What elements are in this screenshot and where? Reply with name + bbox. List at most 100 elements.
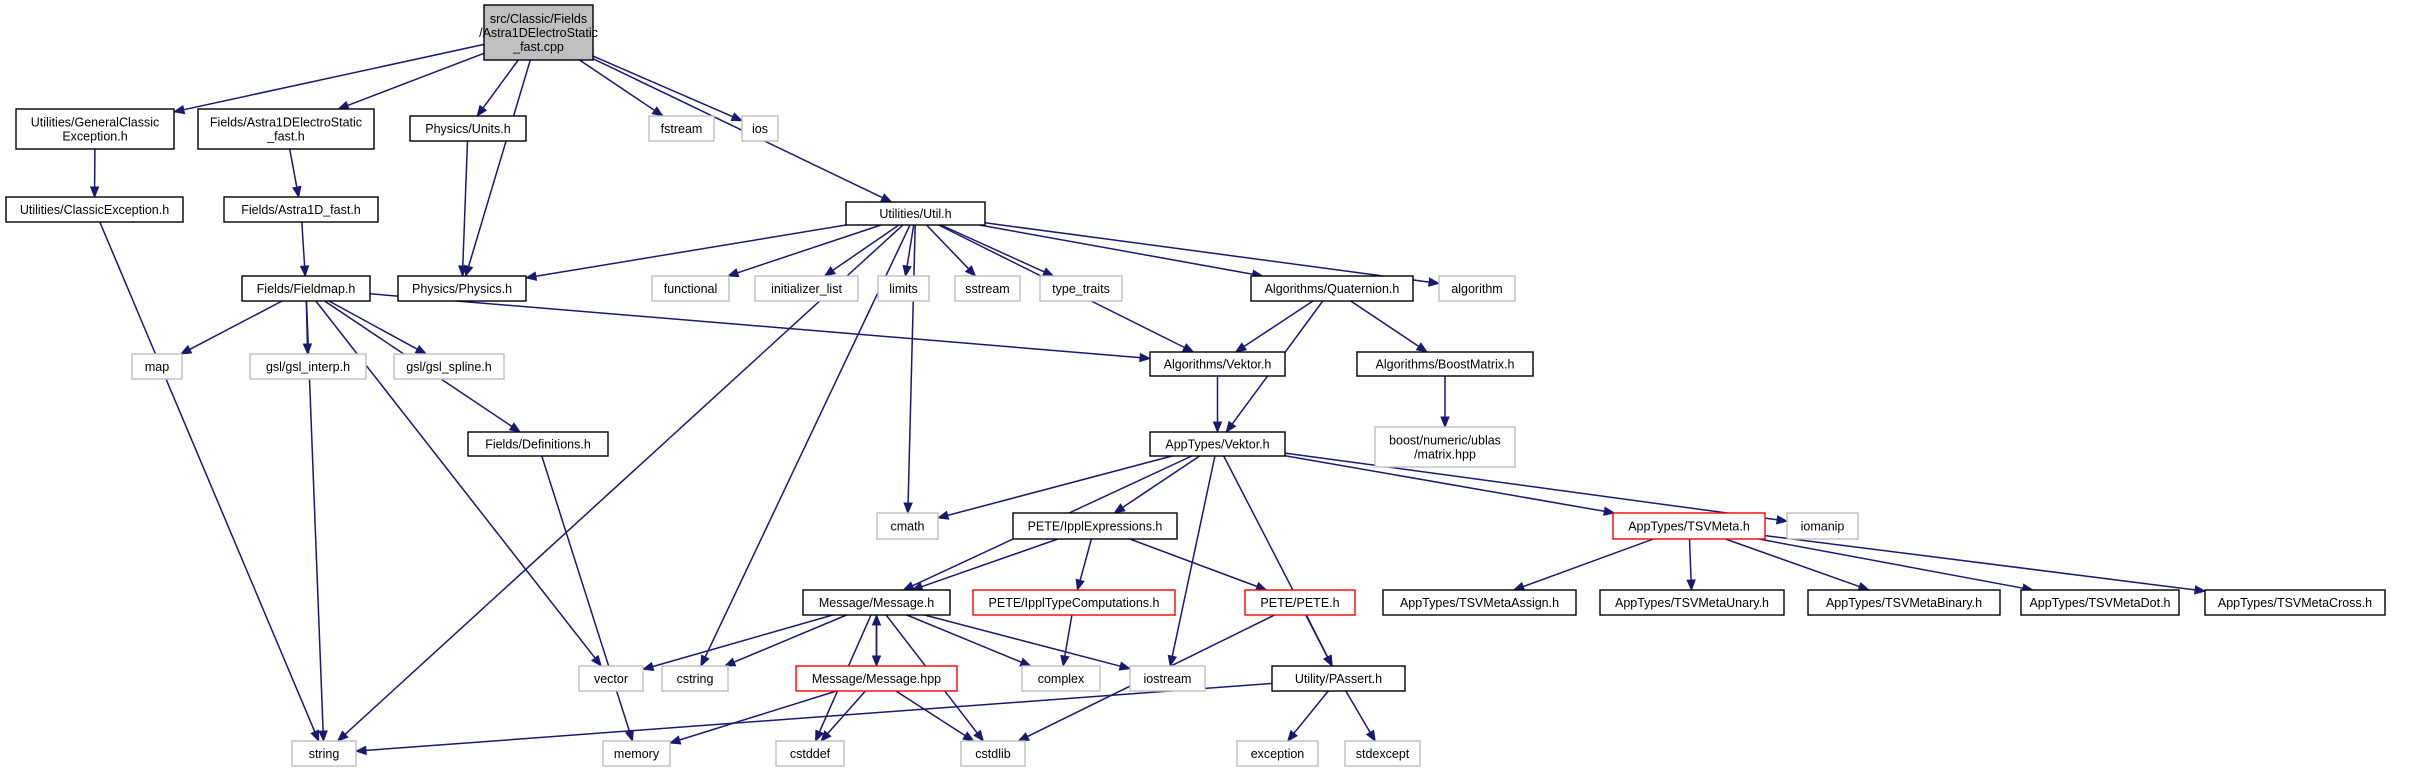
node-msghpp[interactable]: Message/Message.hpp bbox=[795, 665, 958, 692]
edge-arrowhead bbox=[1181, 343, 1195, 353]
node-msgh[interactable]: Message/Message.h bbox=[802, 589, 951, 616]
node-box bbox=[1236, 740, 1319, 767]
node-label: AppTypes/TSVMetaBinary.h bbox=[1826, 596, 1982, 610]
node-defs[interactable]: Fields/Definitions.h bbox=[467, 431, 609, 457]
node-physics[interactable]: Physics/Physics.h bbox=[397, 275, 527, 302]
edge-line bbox=[704, 224, 911, 658]
edge-arrowhead bbox=[524, 271, 538, 281]
node-label: algorithm bbox=[1451, 282, 1502, 296]
node-tsvassign[interactable]: AppTypes/TSVMetaAssign.h bbox=[1382, 589, 1577, 616]
edge-msghpp-to-memory bbox=[668, 690, 837, 745]
edge-arrowhead bbox=[1060, 654, 1070, 668]
edge-appvek-to-cmath bbox=[936, 455, 1173, 520]
node-appvek[interactable]: AppTypes/Vektor.h bbox=[1149, 431, 1286, 457]
node-box bbox=[291, 740, 357, 767]
node-vector: vector bbox=[578, 665, 644, 692]
edge-line bbox=[1243, 300, 1314, 348]
edge-util-to-initlist bbox=[823, 224, 900, 277]
edge-arrowhead bbox=[1415, 342, 1429, 353]
edge-arrowhead bbox=[641, 661, 655, 671]
node-label: ios bbox=[752, 122, 768, 136]
node-quat[interactable]: Algorithms/Quaternion.h bbox=[1250, 275, 1414, 302]
node-box bbox=[397, 275, 527, 302]
edge-arrowhead bbox=[962, 731, 975, 742]
edge-defs-to-memory bbox=[541, 455, 634, 743]
node-label: Utilities/Util.h bbox=[879, 207, 951, 221]
edge-arrowhead bbox=[700, 654, 710, 668]
node-label: Physics/Physics.h bbox=[412, 282, 512, 296]
node-a1des[interactable]: Fields/Astra1DElectroStatic_fast.h bbox=[197, 108, 375, 150]
edge-arrowhead bbox=[973, 729, 985, 743]
node-box bbox=[578, 665, 644, 692]
node-ippltc[interactable]: PETE/IpplTypeComputations.h bbox=[972, 589, 1176, 616]
edge-arrowhead bbox=[730, 112, 744, 122]
node-label: AppTypes/Vektor.h bbox=[1165, 438, 1269, 452]
node-algvek[interactable]: Algorithms/Vektor.h bbox=[1149, 351, 1286, 377]
node-box bbox=[602, 740, 671, 767]
node-box bbox=[648, 115, 715, 142]
node-units[interactable]: Physics/Units.h bbox=[409, 115, 527, 142]
edge-line bbox=[482, 59, 519, 109]
node-cstddef: cstddef bbox=[775, 740, 845, 767]
edge-arrowhead bbox=[354, 745, 367, 756]
node-box bbox=[483, 4, 594, 61]
edge-quat-to-boostm bbox=[1350, 300, 1429, 353]
node-pete[interactable]: PETE/PETE.h bbox=[1244, 589, 1356, 616]
node-label: Message/Message.hpp bbox=[812, 672, 941, 686]
edge-arrowhead bbox=[89, 186, 100, 199]
node-root[interactable]: src/Classic/Fields/Astra1DElectroStatic_… bbox=[479, 4, 598, 61]
edge-arrowhead bbox=[871, 613, 882, 626]
node-tsvunary[interactable]: AppTypes/TSVMetaUnary.h bbox=[1599, 589, 1785, 616]
node-box bbox=[197, 108, 375, 150]
edge-arrowhead bbox=[903, 502, 913, 515]
edge-line bbox=[984, 222, 1430, 283]
edge-arrowhead bbox=[1286, 729, 1298, 743]
node-tsvcross[interactable]: AppTypes/TSVMetaCross.h bbox=[2204, 589, 2386, 616]
node-fieldmap[interactable]: Fields/Fieldmap.h bbox=[241, 275, 371, 302]
node-box bbox=[2204, 589, 2386, 616]
node-a1df[interactable]: Fields/Astra1D_fast.h bbox=[223, 196, 379, 223]
edge-ipplexpr-to-ippltc bbox=[1075, 538, 1093, 592]
node-label: map bbox=[145, 360, 169, 374]
node-complex: complex bbox=[1021, 665, 1101, 692]
edge-fieldmap-to-map bbox=[179, 300, 283, 355]
edge-line bbox=[579, 59, 656, 112]
edge-arrowhead bbox=[1254, 581, 1268, 591]
node-box bbox=[1807, 589, 2001, 616]
edge-layer bbox=[89, 43, 2207, 756]
edge-arrowhead bbox=[1225, 420, 1237, 434]
edge-arrowhead bbox=[1212, 421, 1223, 434]
node-label: AppTypes/TSVMetaDot.h bbox=[2029, 596, 2170, 610]
node-functional: functional bbox=[651, 275, 730, 302]
node-box bbox=[1382, 589, 1577, 616]
node-box bbox=[775, 740, 845, 767]
node-boostm[interactable]: Algorithms/BoostMatrix.h bbox=[1356, 351, 1534, 377]
node-gslspline: gsl/gsl_spline.h bbox=[393, 353, 505, 380]
node-box bbox=[249, 353, 367, 380]
node-tsvmeta[interactable]: AppTypes/TSVMeta.h bbox=[1612, 512, 1766, 540]
node-label: _fast.cpp bbox=[512, 40, 564, 54]
edge-line bbox=[906, 224, 915, 267]
node-typetraits: type_traits bbox=[1039, 275, 1123, 302]
node-label: Fields/Definitions.h bbox=[485, 438, 591, 452]
node-passert[interactable]: Utility/PAssert.h bbox=[1271, 665, 1406, 692]
node-label: functional bbox=[664, 282, 718, 296]
edge-line bbox=[1522, 538, 1654, 588]
edge-line bbox=[1764, 534, 2196, 591]
node-iomanip: iomanip bbox=[1786, 512, 1859, 540]
edge-a1df-to-fieldmap bbox=[299, 221, 310, 278]
edge-gce-to-ce bbox=[89, 148, 100, 199]
edge-arrowhead bbox=[591, 654, 603, 668]
edge-msgh-to-complex bbox=[906, 614, 1032, 667]
edge-arrowhead bbox=[299, 265, 310, 278]
node-ce[interactable]: Utilities/ClassicException.h bbox=[5, 196, 184, 223]
node-label: Message/Message.h bbox=[819, 596, 934, 610]
node-tsvbinary[interactable]: AppTypes/TSVMetaBinary.h bbox=[1807, 589, 2001, 616]
node-label: stdexcept bbox=[1356, 747, 1410, 761]
node-ipplexpr[interactable]: PETE/IpplExpressions.h bbox=[1012, 512, 1178, 540]
node-tsvdot[interactable]: AppTypes/TSVMetaDot.h bbox=[2020, 589, 2180, 616]
node-cstring: cstring bbox=[661, 665, 729, 692]
node-util[interactable]: Utilities/Util.h bbox=[845, 201, 986, 226]
edge-arrowhead bbox=[1686, 579, 1696, 592]
